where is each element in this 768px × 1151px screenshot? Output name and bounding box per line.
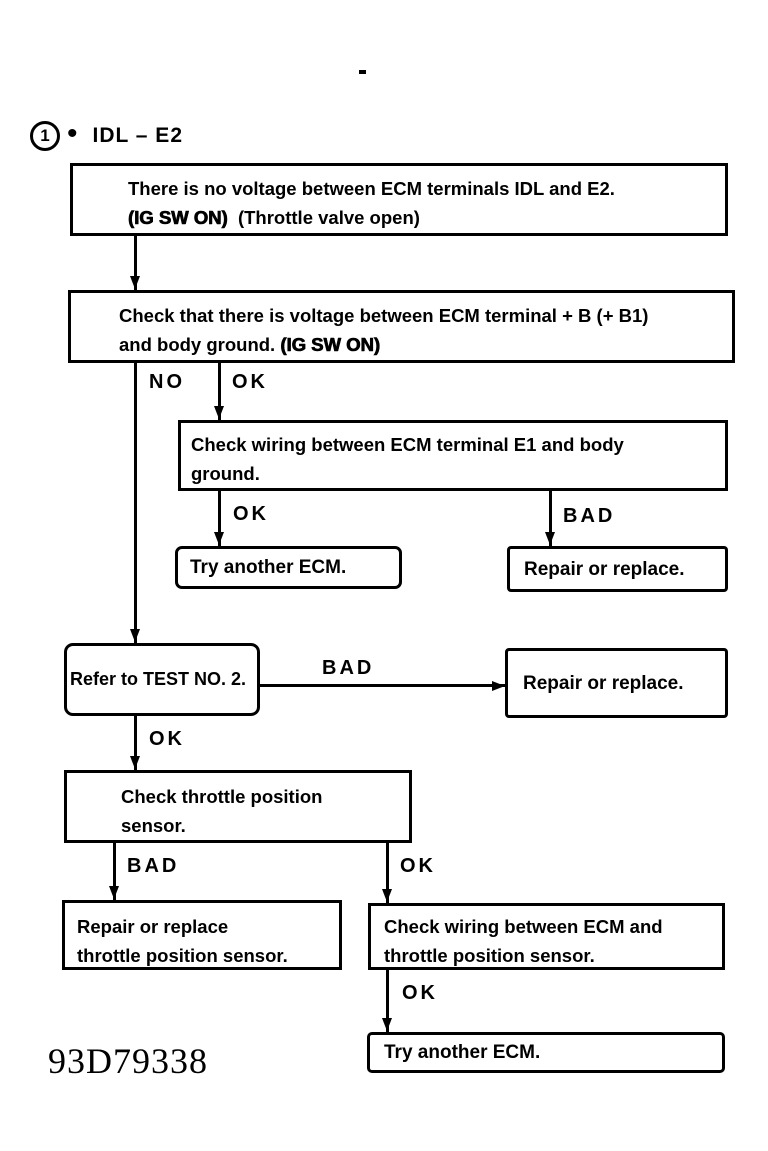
box-check-voltage: Check that there is voltage between ECM …	[68, 290, 735, 363]
box-text-line: sensor.	[121, 815, 186, 836]
edge-label-ok: OK	[402, 982, 438, 1004]
bullet-icon: •	[67, 117, 78, 150]
box-text-line: Check wiring between ECM terminal E1 and…	[191, 434, 624, 455]
edge-label-ok: OK	[232, 371, 268, 393]
bold-note: (IG SW ON)	[128, 207, 228, 229]
arrowhead-down	[214, 532, 224, 545]
connector-line	[113, 842, 116, 900]
arrowhead-down	[109, 886, 119, 899]
edge-label-no: NO	[149, 371, 185, 393]
box-text-line: Repair or replace.	[523, 672, 684, 694]
edge-label-bad: BAD	[563, 505, 616, 527]
box-text-line: Try another ECM.	[190, 557, 347, 578]
box-repair-1: Repair or replace.	[507, 546, 728, 592]
scan-speck	[359, 70, 366, 74]
step-number-badge: 1	[30, 121, 60, 151]
arrowhead-down	[382, 1018, 392, 1031]
connector-line	[218, 490, 221, 546]
arrowhead-down	[130, 756, 140, 769]
box-text-line: Repair or replace.	[524, 558, 685, 580]
edge-label-bad: BAD	[322, 657, 375, 679]
connector-line	[134, 715, 137, 770]
box-text-line: Repair or replace	[77, 916, 229, 937]
edge-label-ok: OK	[400, 855, 436, 877]
box-text-line: Check that there is voltage between ECM …	[119, 305, 649, 326]
box-refer-test: Refer to TEST NO. 2.	[64, 643, 260, 716]
step-header: 1 • IDL – E2	[30, 117, 183, 151]
arrowhead-down	[214, 406, 224, 419]
connector-line	[549, 490, 552, 546]
box-text-segment: (Throttle valve open)	[227, 207, 420, 228]
connector-line	[386, 842, 389, 903]
box-text-line: throttle position sensor.	[77, 945, 288, 966]
box-check-wiring-e1: Check wiring between ECM terminal E1 and…	[178, 420, 728, 491]
bold-note: (IG SW ON)	[280, 334, 381, 356]
box-text-line: throttle position sensor.	[384, 945, 595, 966]
connector-line	[134, 362, 137, 643]
box-check-wiring-tps: Check wiring between ECM and throttle po…	[368, 903, 725, 970]
box-text-line: Check throttle position	[121, 786, 323, 807]
connector-line	[259, 684, 506, 687]
box-check-tps: Check throttle position sensor.	[64, 770, 412, 843]
arrowhead-down	[382, 889, 392, 902]
connector-line	[134, 236, 137, 290]
box-text-line: Check wiring between ECM and	[384, 916, 663, 937]
arrowhead-down	[130, 276, 140, 289]
box-try-ecm-1: Try another ECM.	[175, 546, 402, 589]
box-text-line: and body ground. (IG SW ON)	[119, 330, 730, 359]
box-text-segment: and body ground.	[119, 334, 281, 355]
arrowhead-down	[130, 629, 140, 642]
box-text-line: (IG SW ON) (Throttle valve open)	[128, 203, 719, 232]
edge-label-bad: BAD	[127, 855, 180, 877]
box-no-voltage: There is no voltage between ECM terminal…	[70, 163, 728, 236]
box-try-ecm-2: Try another ECM.	[367, 1032, 725, 1073]
box-text-line: ground.	[191, 463, 260, 484]
connector-line	[218, 362, 221, 420]
arrowhead-down	[545, 532, 555, 545]
box-text-line: Refer to TEST NO. 2.	[70, 669, 247, 689]
document-code: 93D79338	[48, 1041, 208, 1081]
box-text-line: Try another ECM.	[384, 1042, 541, 1063]
connector-line	[386, 969, 389, 1032]
box-text-line: There is no voltage between ECM terminal…	[128, 178, 615, 199]
arrowhead-right	[492, 681, 505, 691]
edge-label-ok: OK	[233, 503, 269, 525]
box-repair-tps: Repair or replace throttle position sens…	[62, 900, 342, 970]
edge-label-ok: OK	[149, 728, 185, 750]
step-title: IDL – E2	[92, 124, 183, 147]
box-repair-2: Repair or replace.	[505, 648, 728, 718]
